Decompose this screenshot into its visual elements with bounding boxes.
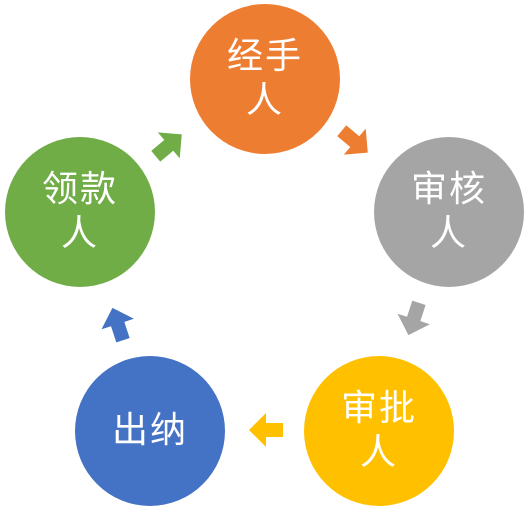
node-label: 出纳	[111, 410, 188, 451]
node-shenpiren: 审批 人	[304, 356, 454, 506]
node-label: 领款 人	[41, 169, 118, 254]
node-label: 审批 人	[340, 388, 417, 473]
node-label: 经手 人	[226, 36, 303, 121]
node-lingkuanren: 领款 人	[5, 137, 155, 287]
arrow-shenpiren-to-chuna	[249, 413, 283, 447]
node-jingshouren: 经手 人	[190, 4, 340, 154]
node-shenheren: 审核 人	[374, 137, 524, 287]
node-label: 审核 人	[410, 169, 487, 254]
arrow-chuna-to-lingkuanren	[101, 307, 134, 343]
arrow-shenheren-to-shenpiren	[397, 300, 430, 336]
arrow-lingkuanren-to-jingshouren	[151, 132, 182, 162]
node-chuna: 出纳	[75, 356, 225, 506]
arrow-jingshouren-to-shenheren	[337, 125, 368, 155]
